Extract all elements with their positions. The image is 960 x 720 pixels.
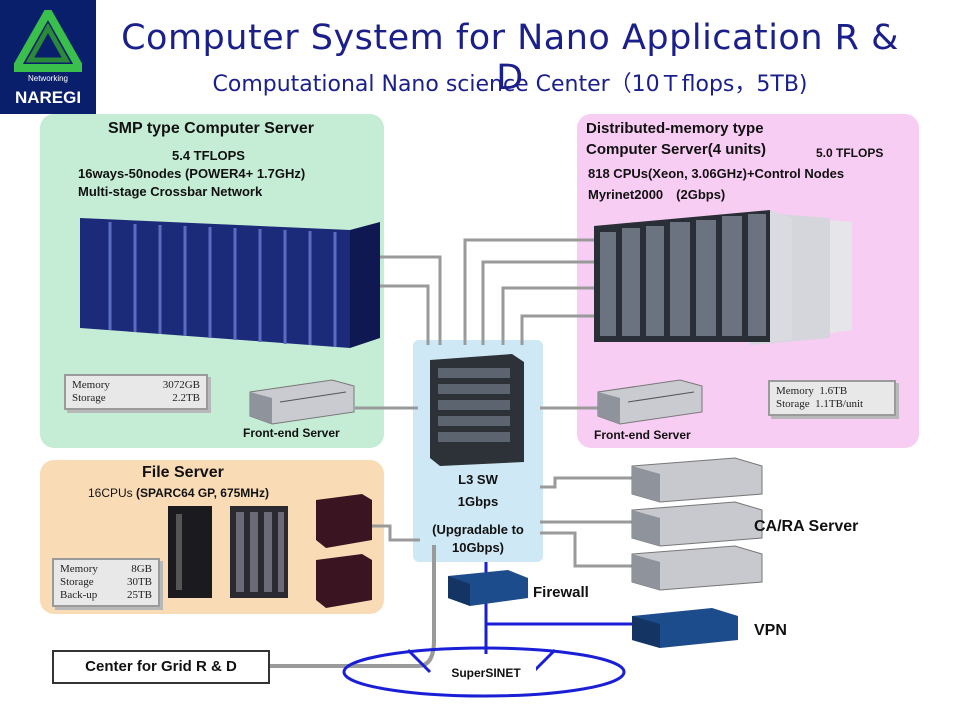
dist-heading-2: Computer Server(4 units) — [586, 141, 767, 158]
triangle-knot-icon — [14, 10, 82, 72]
spec-key: Memory — [776, 385, 814, 397]
smp-network: Multi-stage Crossbar Network — [78, 184, 263, 199]
distributed-racks — [594, 210, 852, 345]
spec-value: 25TB — [126, 589, 152, 601]
spec-row: Storage 30TB — [60, 576, 152, 589]
spec-row: Memory 8GB — [60, 563, 152, 576]
spec-value: 2.2TB — [172, 392, 200, 404]
file-spec-box: Memory 8GB Storage 30TB Back-up 25TB — [52, 558, 160, 607]
spec-value: 1.1TB/unit — [815, 398, 864, 410]
file-cpus-detail: (SPARC64 GP, 675MHz) — [136, 486, 269, 500]
vpn-device — [632, 608, 738, 648]
dist-heading-1: Distributed-memory type — [586, 120, 764, 137]
smp-spec-box: Memory 3072GB Storage 2.2TB — [64, 374, 208, 410]
grid-center-cable — [270, 545, 436, 668]
spec-value: 30TB — [126, 576, 152, 588]
smp-frontend-label: Front-end Server — [243, 426, 340, 440]
switch-upgrade-line2: 10Gbps) — [451, 540, 504, 555]
spec-key: Memory — [60, 563, 98, 575]
spec-row: Memory 3072GB — [72, 379, 200, 392]
spec-key: Storage — [776, 398, 810, 410]
dist-perf: 5.0 TFLOPS — [816, 146, 884, 160]
switch-name: L3 SW — [458, 472, 498, 487]
smp-server-cabinets — [80, 218, 380, 348]
distributed-cables — [463, 238, 600, 410]
spec-value: 8GB — [131, 563, 152, 575]
dist-spec-box: Memory 1.6TB Storage 1.1TB/unit — [768, 380, 896, 416]
logo-name: NAREGI — [14, 88, 82, 107]
page-subtitle: Computational Nano science Center（10Ｔflo… — [212, 72, 808, 97]
file-server-equipment — [168, 494, 372, 608]
spec-key: Memory — [72, 379, 110, 391]
switch-speed: 1Gbps — [457, 494, 499, 509]
spec-row: Back-up 25TB — [60, 589, 152, 602]
spec-value: 1.6TB — [819, 385, 848, 397]
spec-key: Back-up — [60, 589, 98, 601]
file-cpus: 16CPUs (SPARC64 GP, 675MHz) — [88, 486, 269, 500]
ca-ra-cables — [540, 476, 636, 568]
dist-frontend-label: Front-end Server — [594, 428, 691, 442]
smp-heading: SMP type Computer Server — [108, 120, 314, 137]
firewall-device — [448, 570, 528, 606]
file-server-cable — [372, 524, 420, 542]
spec-row: Storage 1.1TB/unit — [776, 398, 888, 411]
smp-nodes: 16ways-50nodes (POWER4+ 1.7GHz) — [78, 166, 306, 181]
naregi-logo: Networking NAREGI — [0, 0, 96, 114]
ca-ra-label: CA/RA Server — [754, 518, 859, 535]
vpn-label: VPN — [754, 622, 787, 639]
file-cpus-count: 16CPUs — [88, 486, 137, 500]
supersinet-label-bg — [436, 662, 536, 682]
dist-frontend-server — [597, 379, 703, 425]
file-heading: File Server — [142, 464, 224, 481]
firewall-label: Firewall — [533, 584, 589, 601]
l3-switch-chassis — [430, 354, 524, 466]
spec-row: Storage 2.2TB — [72, 392, 200, 405]
page-title: Computer System for Nano Application R &… — [121, 18, 899, 98]
ca-ra-servers — [631, 457, 763, 591]
dist-network: Myrinet2000 (2Gbps) — [588, 187, 726, 202]
smp-perf: 5.4 TFLOPS — [172, 148, 245, 163]
supersinet-label: SuperSINET — [451, 666, 521, 680]
switch-upgrade-line1: (Upgradable to — [432, 522, 524, 537]
supersinet-ring — [342, 646, 626, 698]
grid-center-box: Center for Grid R & D — [52, 650, 270, 684]
logo-networking: Networking — [27, 74, 68, 83]
smp-frontend-server — [249, 379, 355, 425]
spec-row: Memory 1.6TB — [776, 385, 888, 398]
spec-key: Storage — [60, 576, 94, 588]
dist-cpus: 818 CPUs(Xeon, 3.06GHz)+Control Nodes — [588, 166, 845, 181]
spec-value: 3072GB — [162, 379, 200, 391]
spec-key: Storage — [72, 392, 106, 404]
